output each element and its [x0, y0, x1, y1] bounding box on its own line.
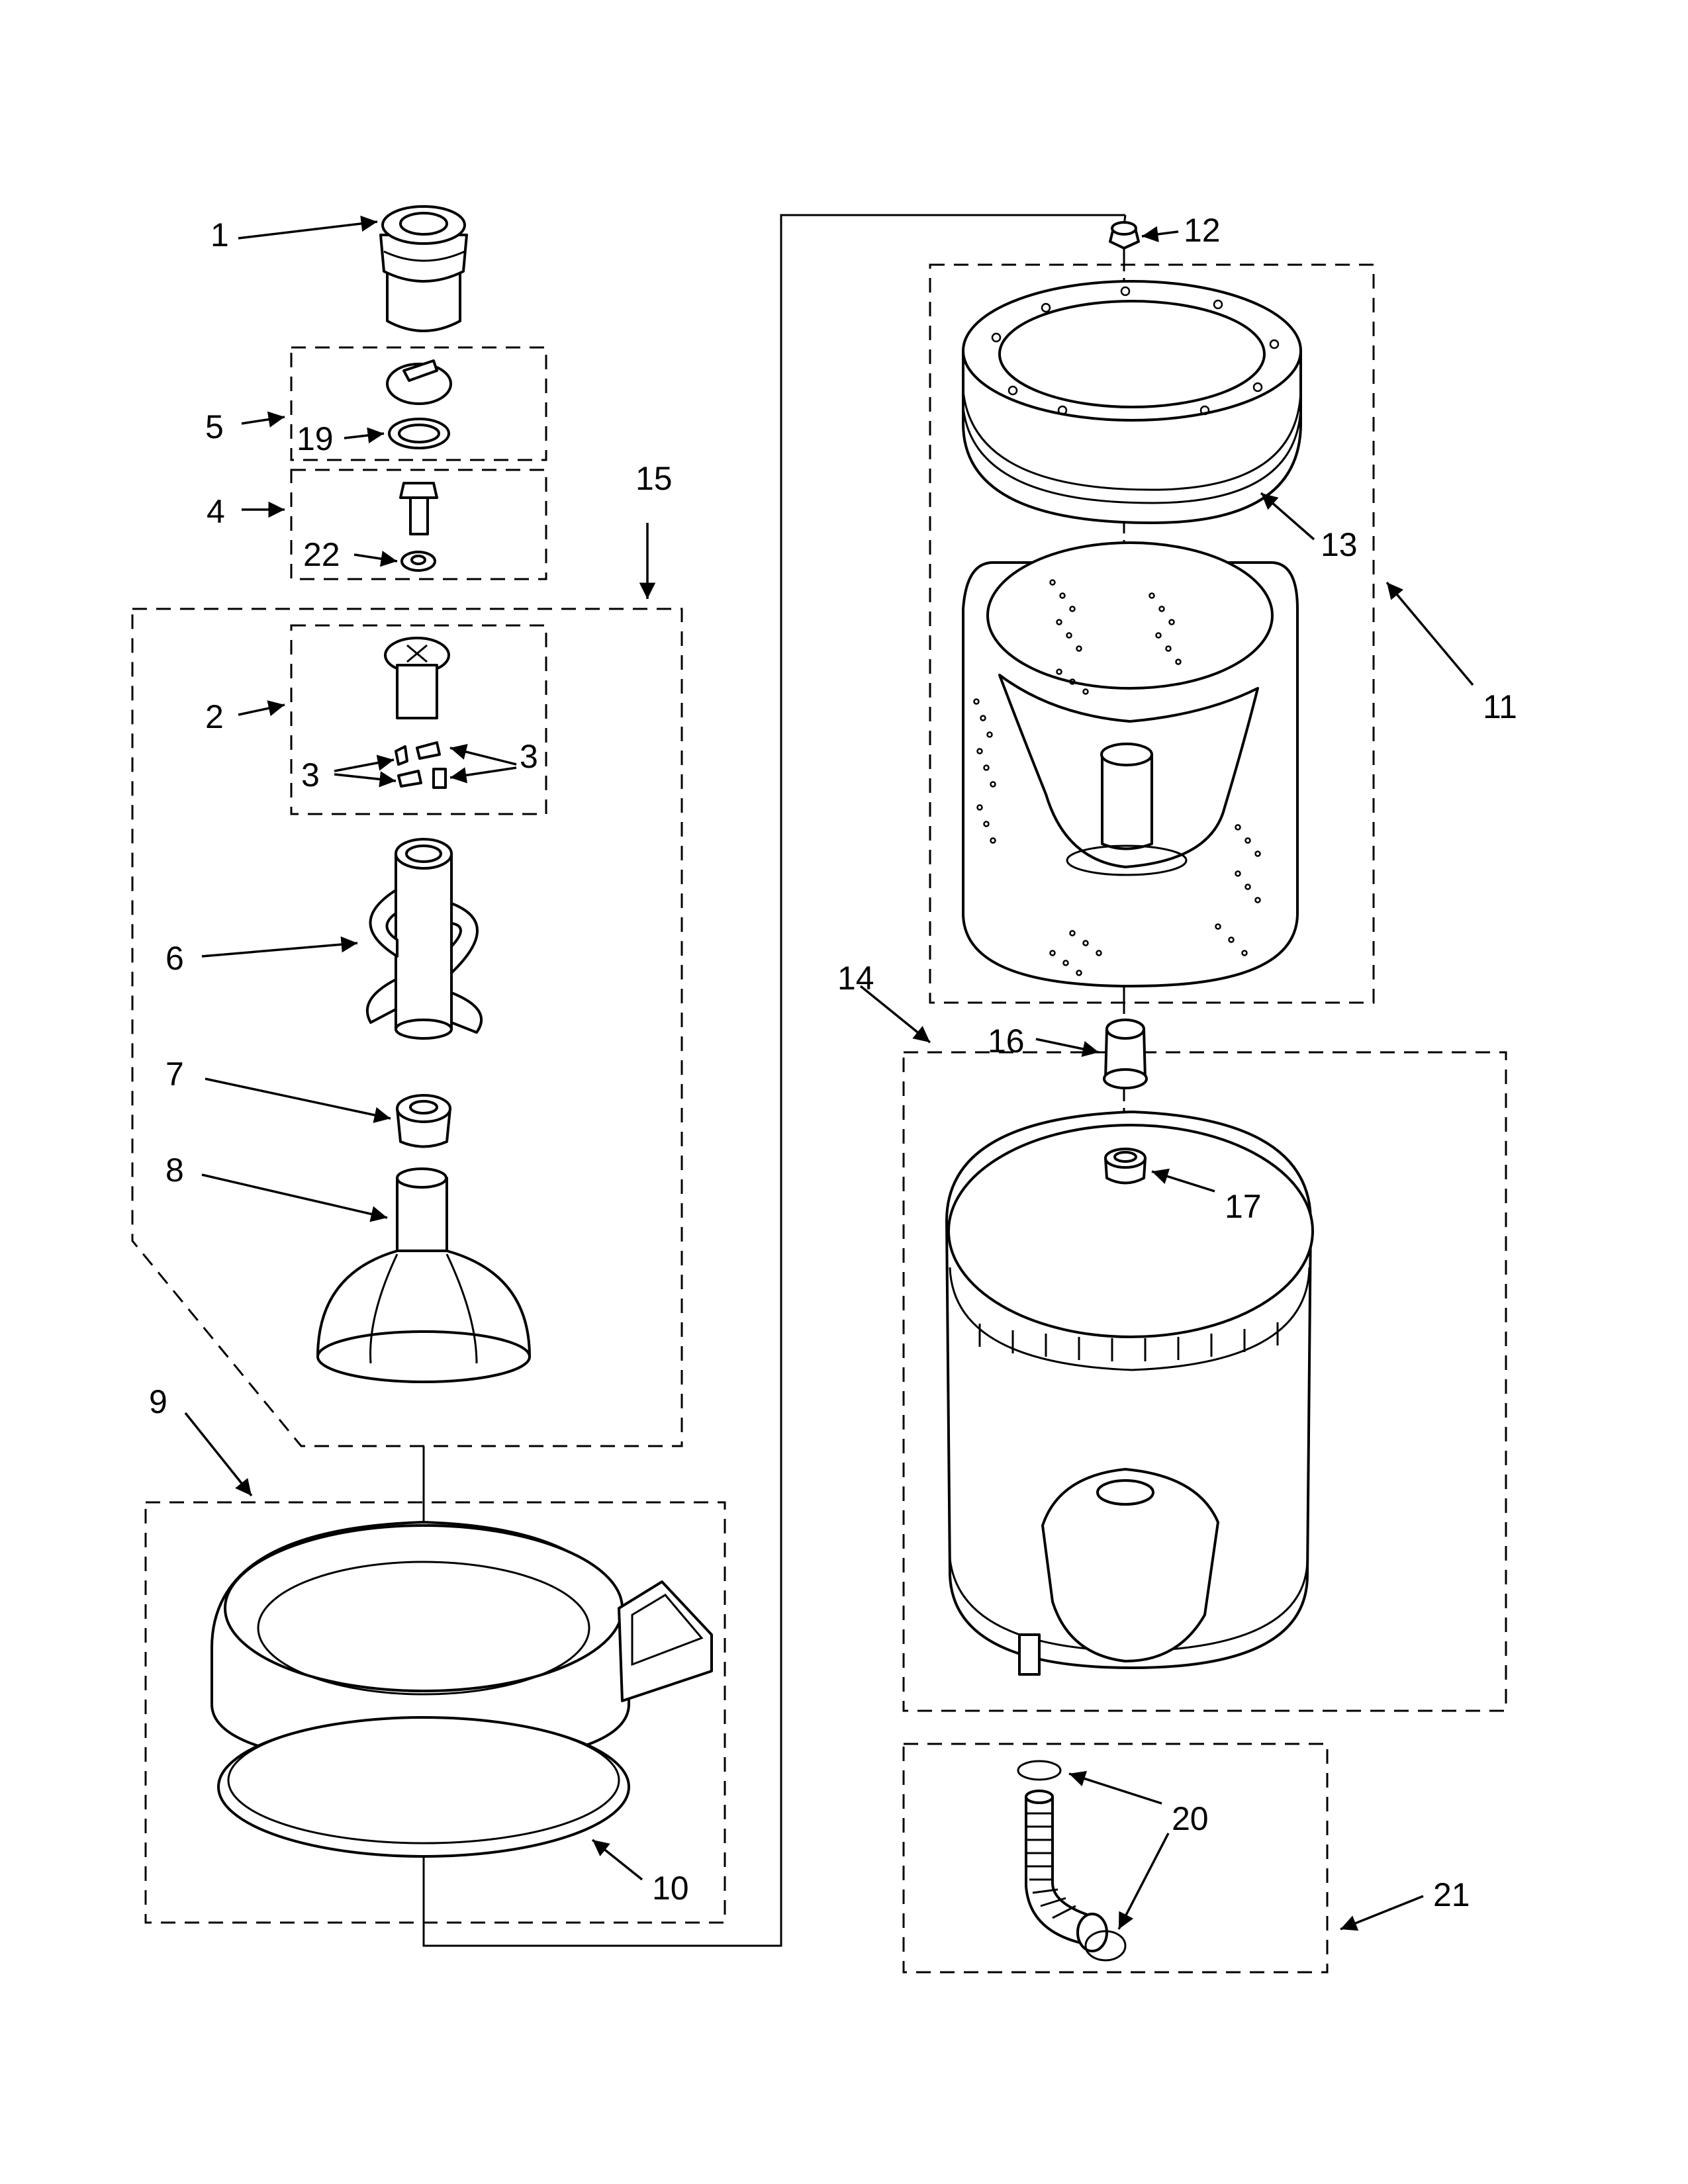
callout-8: 8: [165, 1152, 184, 1189]
callout-9: 9: [149, 1383, 167, 1420]
callout-20: 20: [1172, 1800, 1209, 1837]
callout-13: 13: [1321, 526, 1358, 563]
callout-7: 7: [165, 1056, 184, 1093]
part-4-bolt: [399, 482, 438, 535]
part-20-clamps: [1017, 1760, 1127, 1962]
callout-11: 11: [1483, 688, 1517, 725]
callout-6: 6: [165, 940, 184, 977]
group-box-14: [902, 1051, 1507, 1712]
group-box-5: [290, 346, 547, 461]
callout-5: 5: [205, 408, 224, 445]
part-21-drain-hose: [1025, 1790, 1108, 1952]
callout-22: 22: [303, 536, 340, 573]
group-box-21: [902, 1743, 1329, 1974]
part-12-nut: [1109, 221, 1140, 250]
group-box-9: [144, 1501, 726, 1924]
callout-17: 17: [1225, 1188, 1262, 1225]
part-22-washer: [400, 551, 436, 572]
part-2-cam: [384, 637, 450, 719]
part-10-gasket: [217, 1716, 630, 1858]
part-14-outer-tub: [945, 1111, 1314, 1676]
callout-10: 10: [652, 1870, 689, 1907]
part-17-bearing: [1104, 1148, 1147, 1185]
callout-3-right: 3: [520, 738, 538, 775]
callout-21: 21: [1433, 1876, 1470, 1913]
part-13-balance-ring: [962, 280, 1302, 524]
part-16-coupling: [1103, 1019, 1148, 1089]
part-1-cap: [379, 205, 468, 332]
callout-14: 14: [837, 960, 874, 997]
group-box-11: [929, 263, 1375, 1004]
part-7-drive-bell: [396, 1094, 451, 1148]
leader-lines: [184, 215, 1474, 1931]
callout-2: 2: [205, 698, 224, 735]
callout-12: 12: [1184, 212, 1221, 249]
part-5-cover: [386, 359, 452, 405]
part-11-spin-basket: [962, 541, 1299, 987]
group-box-4: [290, 469, 547, 580]
part-6-auger: [366, 838, 483, 1040]
callout-1: 1: [211, 216, 229, 253]
part-8-agitator-base: [316, 1167, 531, 1383]
callout-4: 4: [207, 493, 225, 530]
part-3-dogs: [395, 741, 447, 789]
callout-3-left: 3: [301, 756, 320, 794]
group-box-15: [131, 608, 683, 1447]
callout-16: 16: [988, 1023, 1025, 1060]
callout-19: 19: [297, 420, 334, 457]
part-9-tub-ring: [211, 1521, 713, 1768]
callout-15: 15: [635, 460, 673, 497]
group-box-2: [290, 624, 547, 815]
part-19-seal: [388, 418, 450, 449]
